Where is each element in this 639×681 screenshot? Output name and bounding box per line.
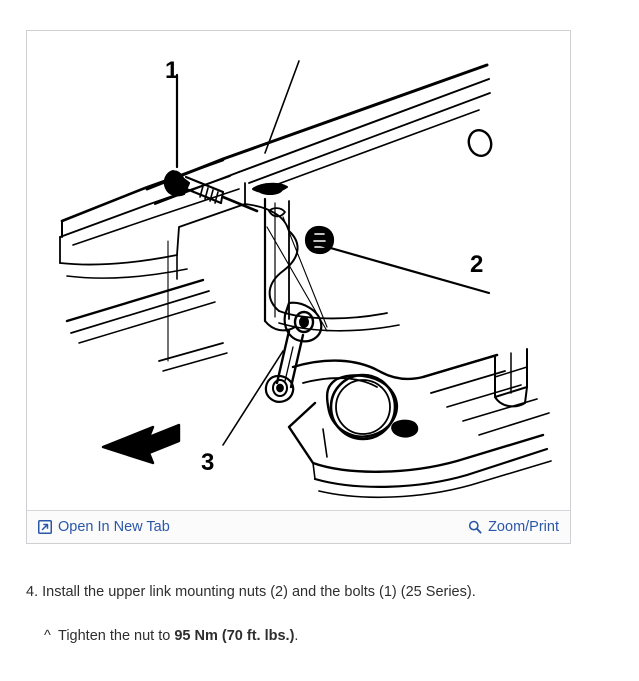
zoom-print-label: Zoom/Print [488, 519, 559, 535]
callout-2: 2 [470, 251, 484, 278]
torque-spec-line: ^ Tighten the nut to 95 Nm (70 ft. lbs.). [44, 626, 606, 646]
image-viewer-panel: 1 2 3 Open In New Tab Zoom/Print [26, 30, 571, 544]
image-viewer-toolbar: Open In New Tab Zoom/Print [27, 510, 570, 543]
zoom-print-button[interactable]: Zoom/Print [468, 519, 559, 535]
suspension-line-drawing [59, 60, 552, 499]
torque-suffix: . [294, 628, 299, 644]
torque-bullet-marker: ^ [44, 628, 51, 644]
figure-area: 1 2 3 [27, 31, 570, 510]
magnifier-icon [468, 520, 482, 534]
callout-1: 1 [165, 57, 179, 84]
torque-value: 95 Nm (70 ft. lbs.) [174, 628, 295, 644]
step-4-text: 4. Install the upper link mounting nuts … [26, 584, 476, 600]
instruction-block: 4. Install the upper link mounting nuts … [26, 582, 606, 646]
open-in-new-tab-label: Open In New Tab [58, 519, 170, 535]
open-in-new-tab-icon [38, 520, 52, 534]
callout-3: 3 [201, 449, 215, 476]
open-in-new-tab-button[interactable]: Open In New Tab [38, 519, 170, 535]
torque-prefix: Tighten the nut to [58, 628, 175, 644]
